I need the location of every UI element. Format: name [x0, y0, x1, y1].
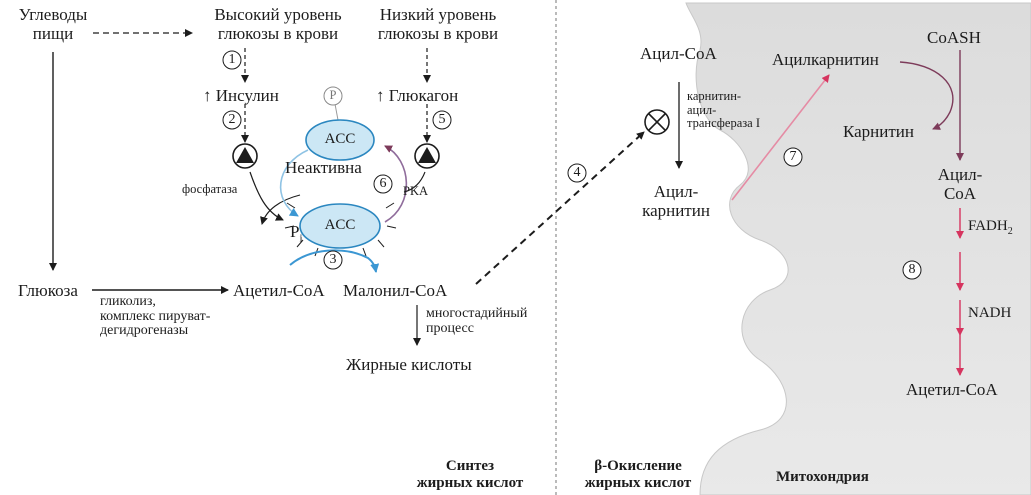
glucose-label: Глюкоза	[18, 281, 78, 300]
cpt1-label: карнитин- ацил- трансфераза I	[687, 89, 761, 130]
arrow-acylcarnitine-to-carnitine	[899, 61, 954, 130]
acyl-coa-mito-label: Ацил- СоА	[937, 165, 983, 204]
arrow-phosphatase	[249, 171, 284, 221]
step-8-label: 8	[908, 262, 916, 277]
fatty-acids-label: Жирные кислоты	[346, 355, 472, 374]
acyl-carnitine-label: Ацил- карнитин	[642, 182, 710, 221]
acetyl-coa-label: Ацетил-СоА	[233, 281, 325, 300]
phosphate-badge-label: P	[329, 88, 337, 102]
section-beta-label: β-Окисление жирных кислот	[584, 458, 692, 491]
arrow-malonyl-inhibits-cpt1	[475, 131, 645, 285]
mitochondria-membrane	[685, 2, 1031, 495]
acc-active-shape	[299, 203, 381, 249]
acc-active-label: ACC	[324, 217, 356, 233]
acetyl-coa-mito-label: Ацетил-СоА	[906, 380, 998, 399]
step-5-label: 5	[438, 112, 446, 127]
pi-label: Pi	[290, 222, 303, 245]
step-7-label: 7	[789, 149, 797, 164]
fadh2-label: FADH2	[968, 218, 1013, 237]
circled-x-icon	[644, 109, 670, 135]
arrow-acetyl-to-malonyl	[289, 249, 380, 273]
phosphate-connector	[334, 103, 339, 121]
triangle-in-circle-icon	[232, 143, 258, 169]
arrow-acylcarnitine-transport	[731, 74, 830, 201]
step-2-label: 2	[228, 112, 236, 127]
low-glucose-label: Низкий уровень глюкозы в крови	[377, 5, 499, 44]
step-6-label: 6	[379, 176, 387, 191]
pka-label: PKA	[403, 184, 429, 198]
mitochondria-label: Митохондрия	[776, 469, 869, 485]
acc-inactive-label: ACC	[324, 131, 356, 147]
high-glucose-label: Высокий уровень глюкозы в крови	[214, 5, 342, 44]
glycolysis-label: гликолиз, комплекс пируват- дегидрогеназ…	[100, 294, 211, 339]
malonyl-coa-label: Малонил-СоА	[343, 281, 448, 300]
glucagon-label: ↑ Глюкагон	[376, 86, 459, 105]
triangle-in-circle-icon	[414, 143, 440, 169]
section-synthesis-label: Синтез жирных кислот	[416, 458, 524, 491]
acyl-carnitine-mito-label: Ацилкарнитин	[772, 50, 879, 69]
arrow-acc-phosphorylation	[384, 145, 408, 223]
step-3-label: 3	[329, 252, 337, 267]
acc-inactive-shape	[305, 119, 375, 161]
carnitine-label: Карнитин	[843, 122, 914, 141]
acyl-coa-top-label: Ацил-СоА	[640, 44, 717, 63]
insulin-label: ↑ Инсулин	[203, 86, 279, 105]
phosphate-badge-shape	[323, 86, 343, 106]
acc-active-glow	[284, 202, 397, 257]
dietary-carbs-label: Углеводы пищи	[18, 5, 88, 44]
nadh-label: NADH	[968, 305, 1012, 321]
coash-label: CoASH	[927, 28, 981, 47]
step-markers	[222, 50, 922, 280]
arrow-acc-dephosphorylation	[279, 149, 309, 217]
step-1-label: 1	[228, 52, 236, 67]
arrow-pi-release	[260, 194, 301, 225]
arrow-pka	[403, 171, 426, 193]
inactive-label: Неактивна	[285, 158, 362, 177]
step-4-label: 4	[573, 165, 581, 180]
phosphatase-label: фосфатаза	[182, 182, 238, 196]
multistep-label: многостадийный процесс	[426, 306, 528, 336]
